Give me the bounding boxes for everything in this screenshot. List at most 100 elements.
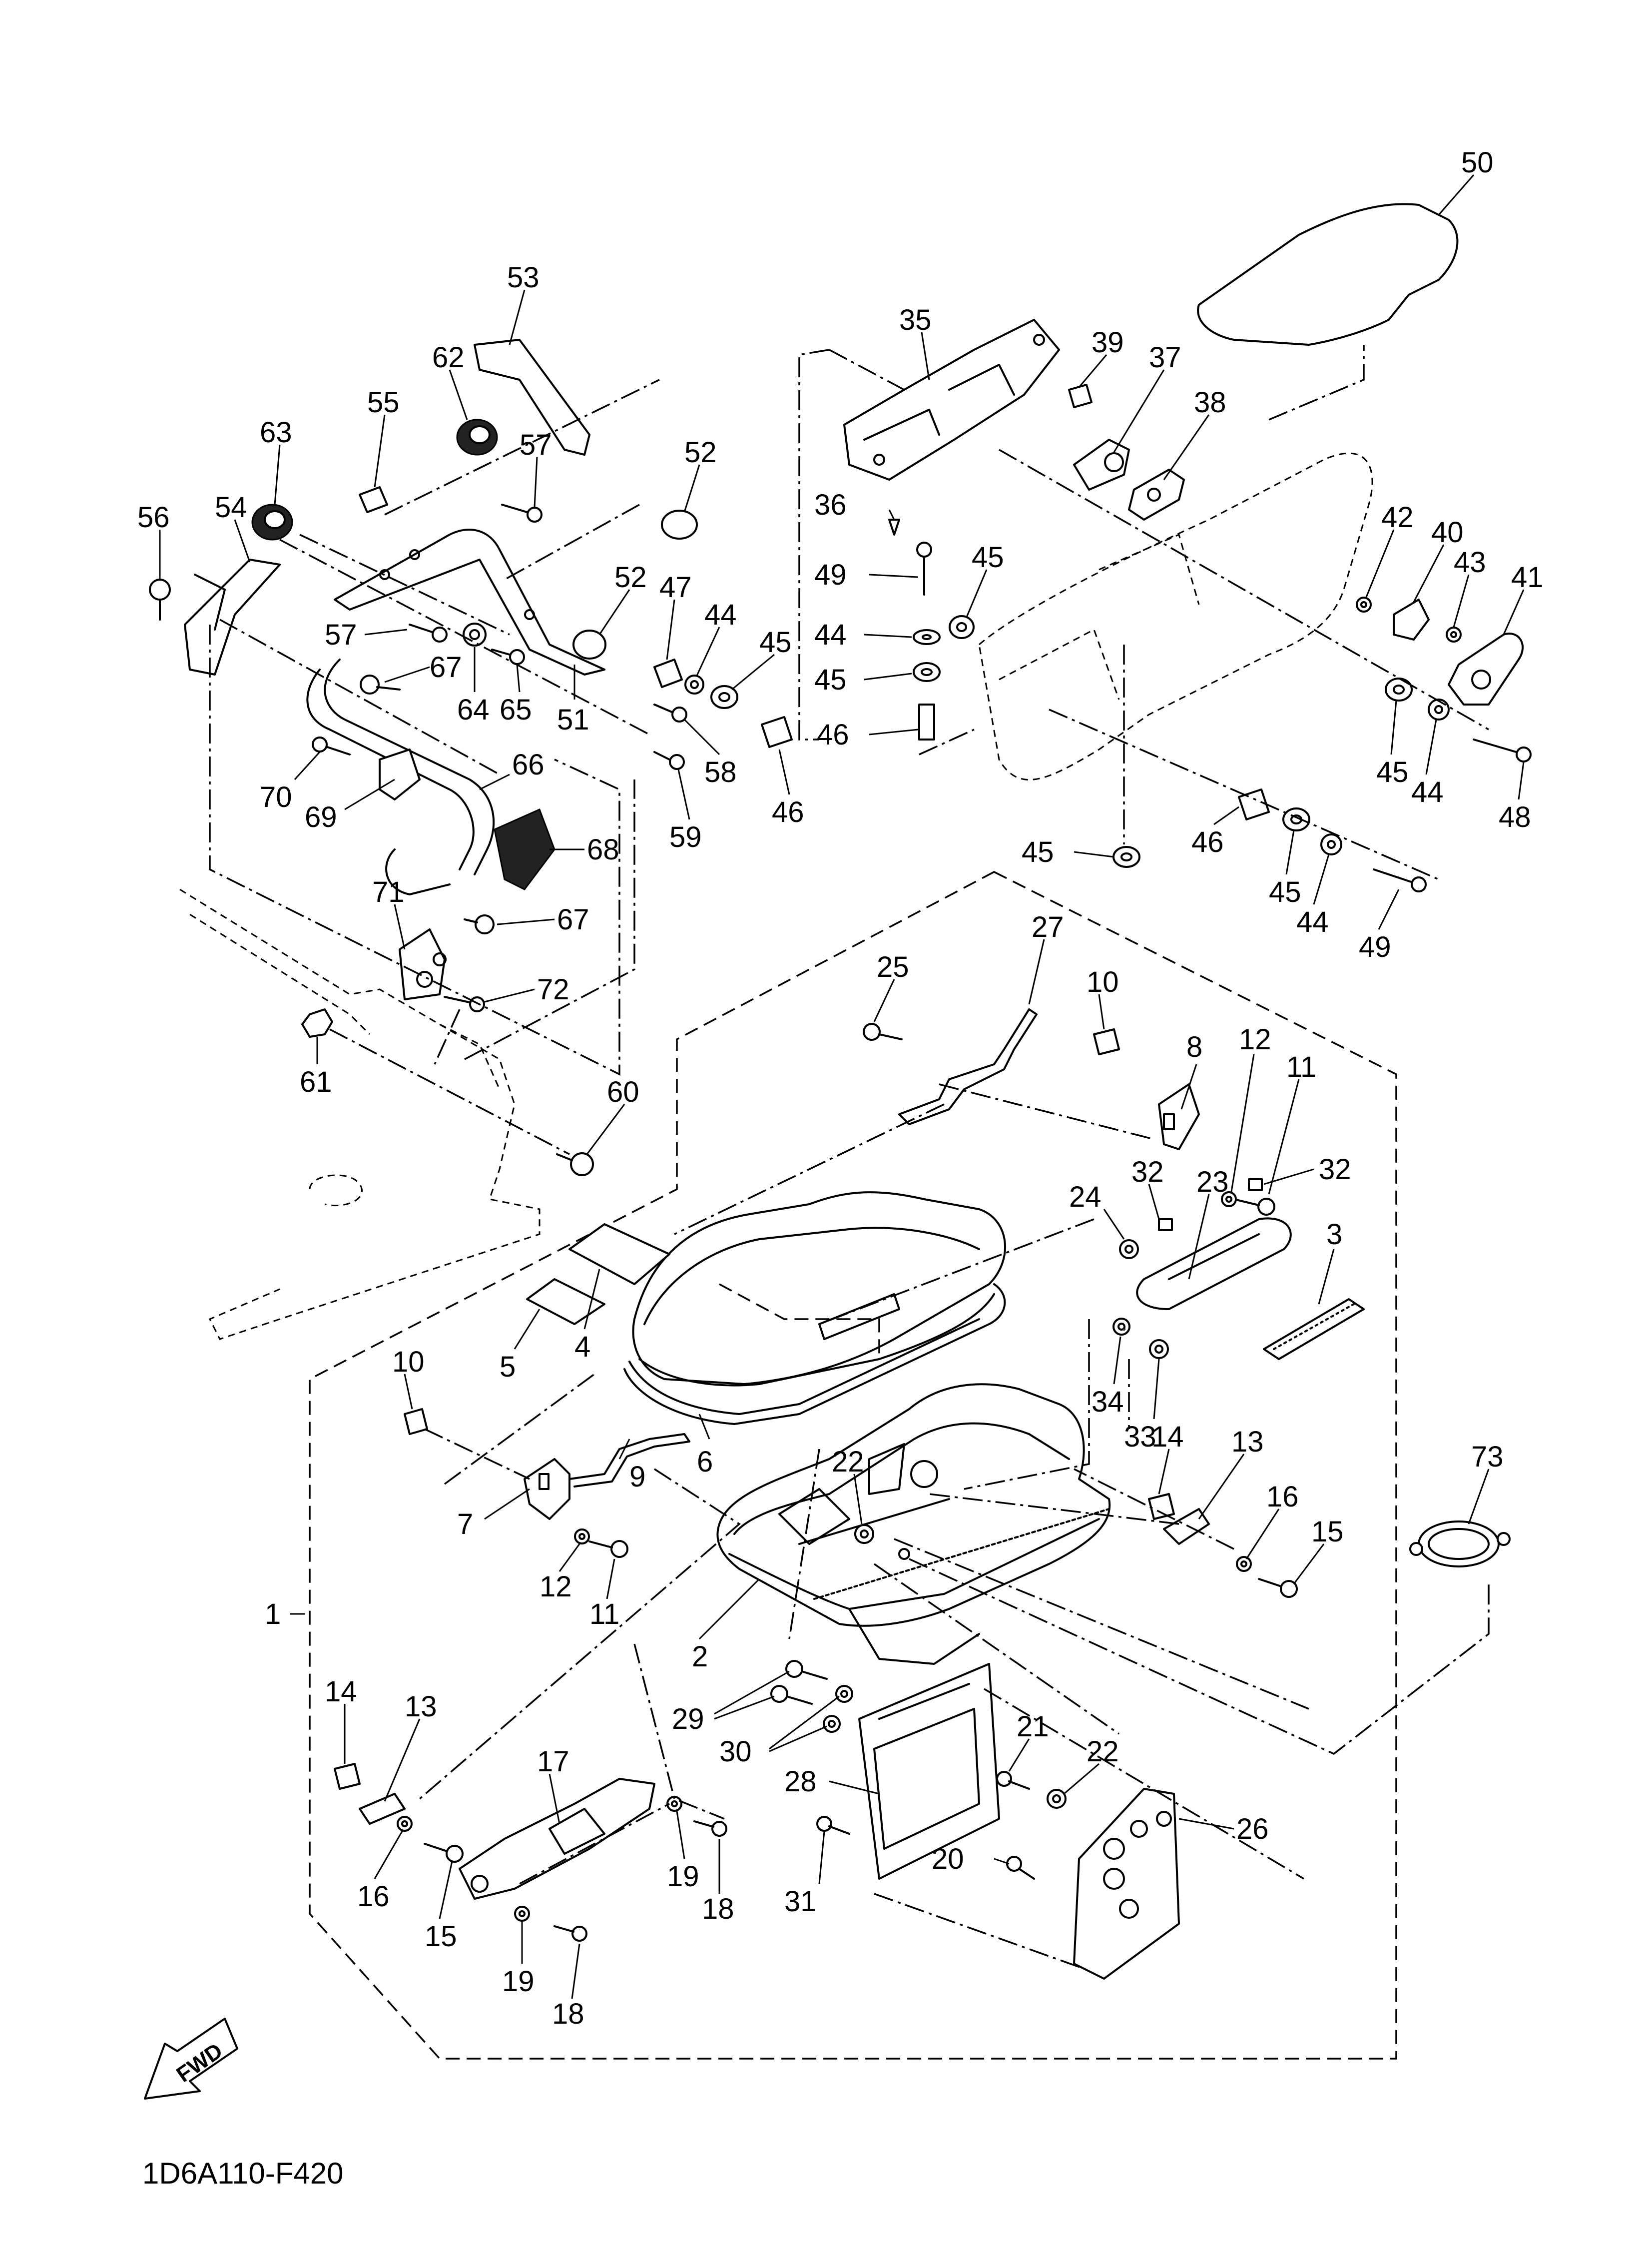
callout-18b: 18: [552, 1998, 584, 2030]
washer-12b: [574, 1528, 590, 1544]
reflector-3: [1263, 1298, 1365, 1360]
hinge-assembly-8: [1158, 1083, 1200, 1150]
damper-62: [456, 419, 498, 456]
bolt-70: [312, 737, 351, 755]
callout-12b: 12: [540, 1570, 572, 1603]
callout-31: 31: [784, 1885, 817, 1918]
callout-50: 50: [1461, 146, 1494, 179]
bolt-29a: [785, 1660, 828, 1680]
callout-36: 36: [814, 489, 847, 521]
stay-54: [184, 559, 281, 676]
washer-33: [1149, 1339, 1169, 1359]
grommet-45c: [949, 615, 975, 639]
bolt-18a: [693, 1820, 727, 1837]
callout-16b: 16: [357, 1880, 390, 1913]
nut-61: [301, 1008, 333, 1038]
mounting-plate-28: [858, 1663, 1000, 1880]
callout-11a: 11: [1286, 1051, 1316, 1083]
callout-44b: 44: [814, 619, 847, 651]
callout-25: 25: [877, 951, 909, 983]
callout-43: 43: [1454, 546, 1486, 579]
callout-45b: 45: [814, 664, 847, 696]
callout-15b: 15: [425, 1920, 457, 1953]
hardware-small-parts: [149, 504, 1532, 1942]
clip-14a: [1148, 1493, 1175, 1520]
hinge-assembly-7: [524, 1458, 570, 1520]
callout-3: 3: [1326, 1218, 1342, 1251]
callout-52a: 52: [684, 436, 717, 469]
callout-32b: 32: [1319, 1153, 1351, 1186]
callout-45c: 45: [972, 541, 1004, 574]
callout-17: 17: [537, 1745, 569, 1778]
callout-65: 65: [500, 694, 532, 726]
stay-53: [474, 339, 590, 456]
washer-34: [1112, 1318, 1130, 1336]
bolt-67b: [464, 914, 495, 934]
grommet-45e: [1282, 807, 1310, 831]
callout-67a: 67: [430, 651, 462, 684]
callout-54: 54: [215, 491, 247, 524]
callout-33: 33: [1124, 1421, 1156, 1453]
label-sticker-4: [568, 1223, 670, 1285]
callout-16a: 16: [1266, 1481, 1299, 1513]
callout-29: 29: [672, 1703, 704, 1735]
washer-30a: [835, 1685, 853, 1703]
callout-61: 61: [300, 1066, 332, 1098]
bracket-35: [843, 319, 1060, 481]
callout-9: 9: [629, 1461, 645, 1493]
washer-43: [1446, 627, 1462, 643]
callout-23: 23: [1196, 1166, 1229, 1198]
callout-21: 21: [1017, 1710, 1049, 1743]
callouts: 1 2 3 4 5 6 7 8 9 10 10 11 11 12 12 13 1…: [137, 146, 1544, 2030]
washer-44d: [1320, 833, 1342, 855]
callout-72: 72: [537, 973, 569, 1006]
bolt-31: [816, 1816, 850, 1835]
cap-52: [572, 510, 698, 660]
latch-bracket-17: [459, 1778, 655, 1900]
callout-18a: 18: [702, 1893, 734, 1925]
callout-46b: 46: [817, 719, 849, 751]
grommet-45b: [913, 662, 941, 682]
washer-16b: [397, 1816, 413, 1832]
callout-70: 70: [260, 781, 292, 813]
callout-2: 2: [692, 1640, 708, 1673]
grommet-45f: [1112, 846, 1140, 868]
bolt-15b: [424, 1843, 464, 1863]
washer-30b: [823, 1715, 841, 1733]
plate-38: [1128, 469, 1185, 521]
washer-16a: [1236, 1556, 1252, 1572]
bolt-57b: [409, 624, 448, 643]
grommet-45d: [1385, 678, 1413, 702]
callout-69: 69: [305, 801, 337, 833]
striker-13: [1163, 1508, 1210, 1545]
callout-63: 63: [260, 416, 292, 449]
saddlebag-body: [716, 1383, 1111, 1665]
callout-14a: 14: [1151, 1421, 1184, 1453]
collar-47: [653, 659, 683, 688]
bolt-29b: [770, 1685, 813, 1705]
holder-37: [1073, 439, 1130, 491]
bolt-60: [556, 1152, 594, 1176]
callout-38: 38: [1194, 386, 1226, 419]
callout-4: 4: [574, 1331, 590, 1363]
bolt-11a: [1233, 1198, 1275, 1216]
lid-seal: [623, 1283, 1006, 1425]
callout-67b: 67: [557, 903, 589, 936]
callout-62: 62: [432, 341, 465, 374]
callout-68: 68: [587, 833, 619, 866]
washer-64: [463, 623, 487, 647]
callout-27: 27: [1032, 911, 1064, 943]
callout-53: 53: [507, 261, 540, 294]
bolt-58: [653, 704, 687, 723]
lid-strap-27: [898, 1008, 1038, 1125]
callout-12a: 12: [1239, 1023, 1271, 1056]
washer-24: [1119, 1239, 1139, 1259]
grip-pad-68: [494, 808, 555, 890]
callout-60: 60: [607, 1076, 639, 1108]
damper-63: [251, 504, 293, 541]
callout-1: 1: [265, 1598, 281, 1630]
callout-45d: 45: [1376, 756, 1409, 788]
collar-46b: [918, 704, 935, 741]
bolt-25: [863, 1023, 903, 1041]
bracket-41: [1448, 633, 1524, 706]
